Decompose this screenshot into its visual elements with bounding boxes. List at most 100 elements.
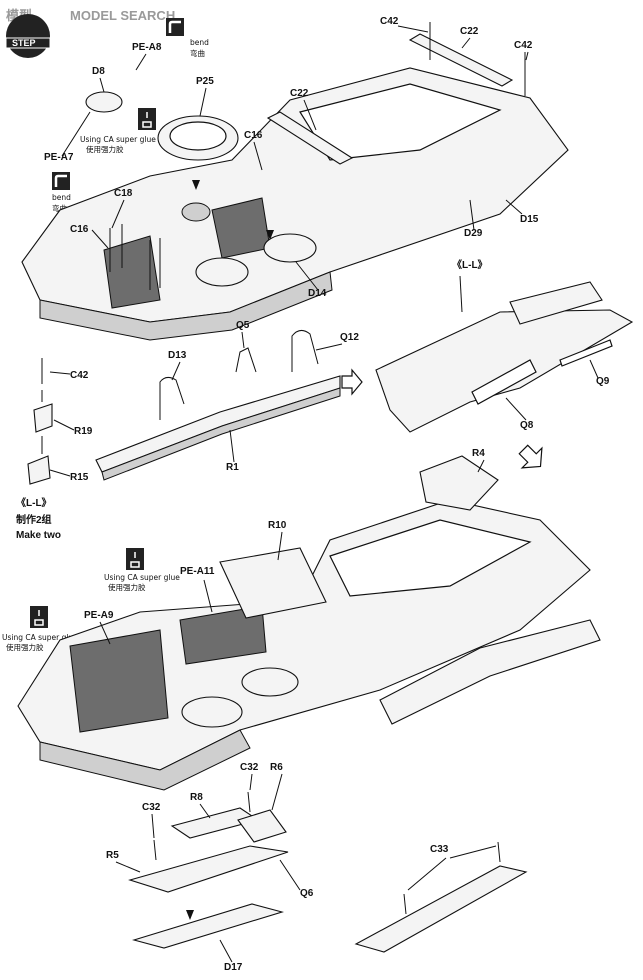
part-q5: [235, 347, 257, 373]
ll-subassembly-left: [27, 358, 53, 485]
c33-plate: [354, 865, 528, 953]
insert-arrow-icon: [192, 180, 200, 190]
bend-icon-left: bend 弯曲: [52, 172, 71, 213]
part-q12: [291, 330, 319, 372]
label-q8: Q8: [520, 420, 534, 431]
label-d8: D8: [92, 66, 105, 77]
label-r4: R4: [472, 448, 485, 459]
part-d13: [159, 376, 185, 420]
watermark-text: MODEL SEARCH: [70, 8, 175, 23]
label-d15: D15: [520, 214, 539, 225]
vision-block: [181, 202, 211, 222]
label-ll-left: 《L-L》: [16, 496, 52, 509]
label-q6: Q6: [300, 888, 314, 899]
label-r8: R8: [190, 792, 203, 803]
part-p25-inner: [169, 121, 227, 151]
glue-note-mid: Using CA super glue 使用强力胶: [104, 548, 180, 592]
part-q9: [559, 339, 613, 367]
part-labels: PE-A8 D8 P25 PE-A7 C16 C18 C16 C22 C22 C…: [16, 16, 610, 973]
watermark: 模型 MODEL SEARCH: [6, 8, 175, 23]
label-c42-small: C42: [70, 370, 89, 381]
rear-plate-assembly-top: [375, 275, 634, 433]
label-c42-top: C42: [380, 16, 399, 27]
part-q9-panel: [509, 281, 603, 325]
insert-arrow-icon: [186, 910, 194, 920]
rear-plate: [375, 309, 634, 433]
part-r1-plate: [95, 375, 341, 473]
upper-hull-assembly: [21, 22, 569, 341]
part-c22-right: [408, 33, 514, 87]
part-r19: [33, 403, 53, 433]
label-pe-a9: PE-A9: [84, 610, 114, 621]
bend-icon-top: bend 弯曲: [166, 18, 209, 58]
label-c42-right: C42: [514, 40, 533, 51]
part-q8-slot: [471, 359, 537, 405]
label-r15: R15: [70, 472, 89, 483]
bend-cn-label: 弯曲: [52, 203, 67, 213]
leader-lines: [49, 25, 599, 963]
part-c22-left: [266, 111, 354, 165]
flow-arrow-down-icon: [518, 444, 543, 469]
glue-en-label: Using CA super glue: [104, 573, 180, 582]
label-r5: R5: [106, 850, 119, 861]
label-r10: R10: [268, 520, 287, 531]
flow-arrows: [186, 180, 543, 920]
label-d14: D14: [308, 288, 327, 299]
part-r10: [219, 547, 327, 619]
part-pe-a11-grill: [179, 605, 267, 665]
part-d8: [85, 91, 123, 113]
glue-en-label: Using CA super glue: [2, 633, 78, 642]
part-r4: [419, 455, 499, 511]
label-c18: C18: [114, 188, 133, 199]
step-badge-circle: [6, 14, 50, 58]
bend-en-label: bend: [190, 38, 209, 47]
label-c32-left: C32: [142, 802, 161, 813]
part-c18: [109, 224, 161, 290]
bend-icon: [166, 18, 184, 36]
glue-en-label: Using CA super glue: [80, 135, 156, 144]
label-make-two-en: Make two: [16, 530, 61, 541]
glue-note-left: Using CA super glue 使用强力胶: [2, 606, 78, 652]
label-p25: P25: [196, 76, 214, 87]
label-r19: R19: [74, 426, 93, 437]
hull-turret-ring-left: [181, 696, 243, 728]
label-ll-top: 《L-L》: [452, 258, 488, 271]
step-badge: STEP: [5, 14, 51, 58]
full-hull-assembly: [17, 455, 601, 791]
label-q12: Q12: [340, 332, 359, 343]
label-c22-right: C22: [460, 26, 479, 37]
label-pe-a11: PE-A11: [180, 566, 215, 577]
part-c32-right: [247, 791, 251, 813]
label-d29: D29: [464, 228, 483, 239]
hull-side: [39, 729, 251, 791]
label-pe-a7: PE-A7: [44, 152, 74, 163]
label-r6: R6: [270, 762, 283, 773]
part-r6: [237, 809, 287, 843]
bend-en-label: bend: [52, 193, 71, 202]
bottom-plate-assembly: [128, 791, 289, 949]
part-r5-plate: [128, 845, 289, 893]
part-d17: [131, 903, 285, 949]
label-c16-top: C16: [244, 130, 263, 141]
part-r1-edge: [101, 387, 341, 481]
insert-arrow-icon: [266, 230, 274, 240]
label-pe-a8: PE-A8: [132, 42, 162, 53]
glue-cn-label: 使用强力胶: [6, 642, 44, 652]
label-c16-left: C16: [70, 224, 89, 235]
part-pe-a9-grill: [69, 629, 169, 733]
engine-grill-left: [103, 235, 161, 309]
part-c33: [403, 841, 501, 915]
step-badge-band: [5, 37, 51, 49]
upper-hull-side: [39, 271, 333, 341]
hull-hatch-opening: [329, 519, 532, 597]
bend-cn-label: 弯曲: [190, 48, 205, 58]
bend-icon: [52, 172, 70, 190]
label-d17: D17: [224, 962, 243, 973]
step-badge-text: STEP: [12, 38, 36, 48]
label-q9: Q9: [596, 376, 610, 387]
label-d13: D13: [168, 350, 187, 361]
label-c32-top: C32: [240, 762, 259, 773]
part-ll-post: [459, 275, 463, 313]
hull-rear-plate: [379, 619, 601, 725]
